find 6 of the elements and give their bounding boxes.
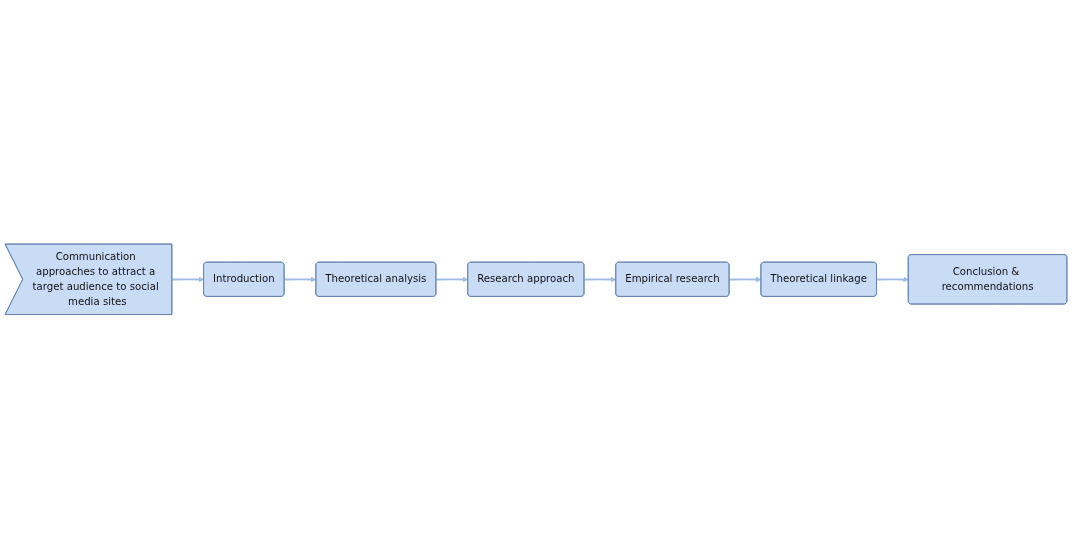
arrow [728, 276, 762, 282]
arrow [283, 276, 317, 282]
arrow [171, 276, 205, 282]
arrow [875, 276, 909, 282]
arrow [435, 276, 469, 282]
arrow [583, 276, 617, 282]
